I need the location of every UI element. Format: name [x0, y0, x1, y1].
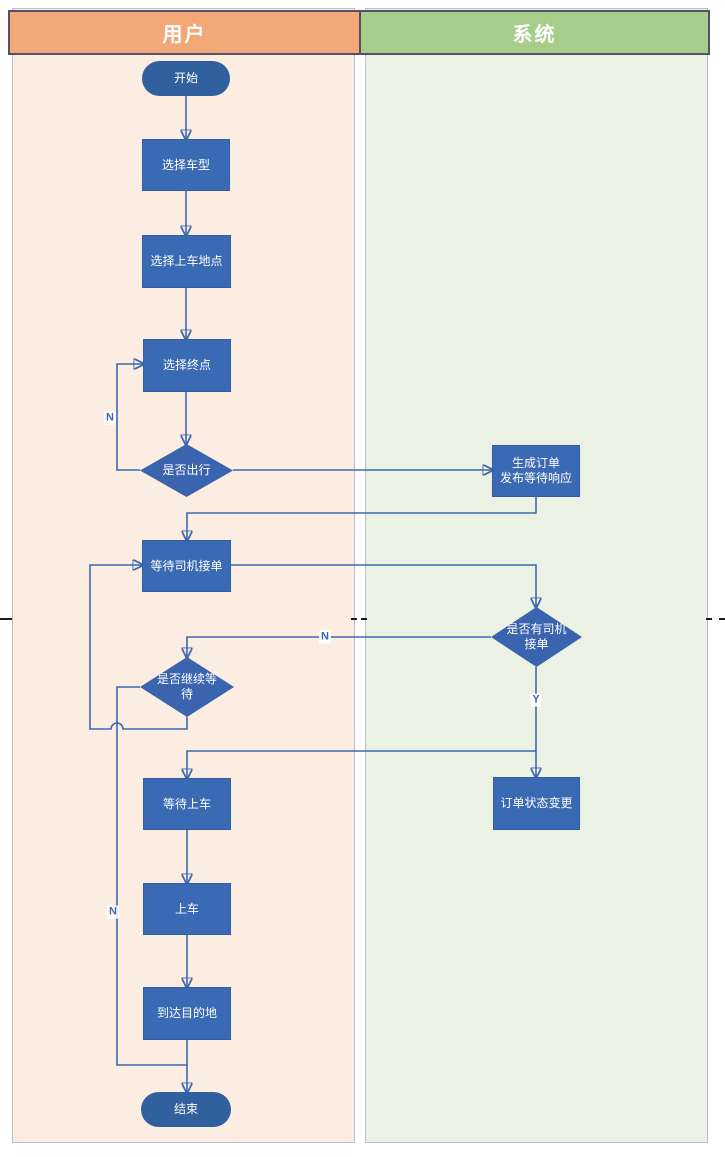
- node-label: 订单状态变更: [500, 796, 573, 810]
- node-label: 是否继续等: [156, 672, 217, 686]
- node-label: 是否有司机: [506, 622, 567, 636]
- edge-label-keep-waiting-no-to-end: N: [107, 905, 119, 919]
- edge-label-decide-travel-no-loop: N: [104, 411, 116, 425]
- node-wait-driver-accept: 等待司机接单: [142, 540, 231, 592]
- node-wait-boarding: 等待上车: [143, 778, 231, 830]
- node-label: 上车: [174, 901, 199, 916]
- edge-label-check-no-to-keep-waiting: N: [319, 630, 331, 644]
- lane-system-title: 系统: [512, 24, 557, 46]
- node-start: 开始: [142, 61, 230, 96]
- node-label: 选择上车地点: [150, 254, 223, 268]
- page-break-marker-left: [0, 618, 12, 620]
- node-label: 接单: [524, 637, 549, 651]
- lane-user-title: 用户: [162, 24, 207, 46]
- node-label: 待: [180, 687, 193, 701]
- node-arrive-destination: 到达目的地: [143, 987, 231, 1040]
- lane-header-system: 系统: [359, 10, 710, 55]
- node-choose-car-type: 选择车型: [142, 139, 230, 191]
- node-choose-pickup-point: 选择上车地点: [142, 235, 231, 288]
- node-label: 等待司机接单: [150, 558, 223, 573]
- page-break-marker-right: [706, 618, 725, 620]
- lane-system-body: [365, 8, 708, 1143]
- edge-label-check-yes-to-status: Y: [530, 693, 542, 707]
- node-board-car: 上车: [143, 883, 231, 935]
- node-end: 结束: [141, 1092, 231, 1127]
- lane-header-user: 用户: [8, 10, 361, 55]
- node-label: 到达目的地: [156, 1006, 217, 1020]
- node-order-status-change: 订单状态变更: [493, 777, 580, 830]
- node-label: 开始: [173, 71, 198, 85]
- node-choose-destination: 选择终点: [143, 339, 231, 392]
- node-label: 是否出行: [162, 463, 211, 477]
- page-break-marker-middle: [351, 618, 367, 620]
- node-label: 选择车型: [161, 157, 210, 172]
- node-label: 选择终点: [162, 358, 211, 372]
- node-label: 结束: [173, 1102, 198, 1116]
- node-label: 发布等待响应: [499, 471, 572, 485]
- node-label: 生成订单: [511, 456, 560, 470]
- node-create-order: 生成订单发布等待响应: [492, 445, 580, 497]
- node-label: 等待上车: [162, 796, 211, 811]
